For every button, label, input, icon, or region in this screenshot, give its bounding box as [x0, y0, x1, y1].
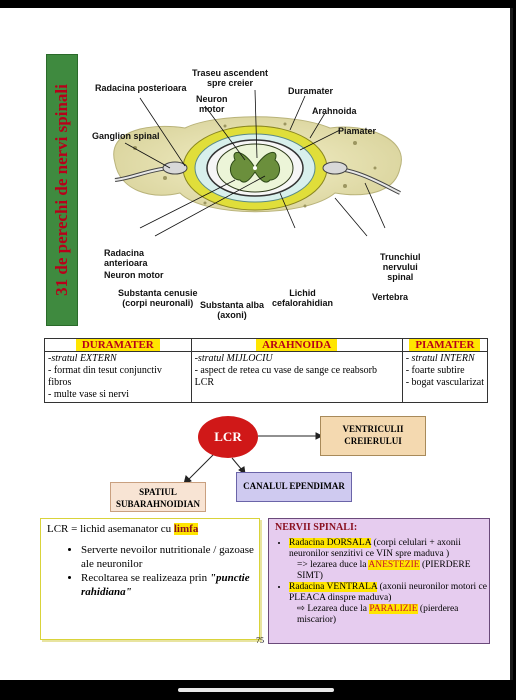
- label-neuron-motor-top: Neuron motor: [196, 94, 228, 114]
- label-piamater: Piamater: [338, 126, 377, 136]
- document-page: 31 de perechi de nervi spinali: [0, 8, 513, 680]
- lcr-node: LCR: [198, 416, 258, 458]
- spatiul-box: SPATIUL SUBARAHNOIDIAN: [110, 482, 206, 512]
- home-indicator-bar[interactable]: [178, 688, 334, 692]
- cell-duramater: -stratul EXTERN - format din tesut conju…: [44, 351, 192, 403]
- label-substanta-cenusie: Substanta cenusie (corpi neuronali): [118, 288, 198, 308]
- label-neuron-motor: Neuron motor: [104, 270, 164, 280]
- nervi-bullet-ventrala: Radacina VENTRALA (axonii neuronilor mot…: [289, 582, 489, 626]
- ganglion-shape: [162, 161, 188, 175]
- meninges-table: DURAMATER ARAHNOIDA PIAMATER -stratul EX…: [44, 338, 489, 403]
- ventriculi-box: VENTRICULII CREIERULUI: [320, 416, 426, 456]
- label-substanta-alba: Substanta alba (axoni): [200, 300, 265, 320]
- label-radacina-posterioara: Radacina posterioara: [95, 83, 187, 93]
- side-title-banner: 31 de perechi de nervi spinali: [46, 54, 78, 326]
- label-arahnoida: Arahnoida: [312, 106, 357, 116]
- canalul-box: CANALUL EPENDIMAR: [236, 472, 352, 502]
- page-number: 75: [256, 636, 264, 645]
- label-radacina-anterioara: Radacina anterioara: [104, 248, 148, 268]
- label-traseu: Traseu ascendent spre creier: [192, 68, 269, 88]
- label-duramater: Duramater: [288, 86, 334, 96]
- th-piamater: PIAMATER: [401, 338, 489, 352]
- label-vertebra: Vertebra: [372, 292, 409, 302]
- lcr-info-panel: LCR = lichid asemanator cu limfa Servert…: [40, 518, 260, 640]
- nervi-bullet-dorsala: Radacina DORSALA (corpi celulari + axoni…: [289, 538, 489, 582]
- label-ganglion-spinal: Ganglion spinal: [92, 131, 160, 141]
- spinal-cord-diagram: [113, 89, 402, 237]
- arrow-icon: ⇨: [297, 604, 308, 614]
- label-trunchiul: Trunchiul nervului spinal: [380, 252, 421, 282]
- label-lichid: Lichid cefalorahidian: [272, 288, 334, 308]
- nervi-spinali-panel: NERVII SPINALI: Radacina DORSALA (corpi …: [268, 518, 490, 644]
- th-arahnoida: ARAHNOIDA: [190, 338, 403, 352]
- lcr-definition: LCR = lichid asemanator cu limfa: [47, 523, 199, 535]
- cell-piamater: - stratul INTERN - foarte subtire - boga…: [401, 351, 489, 403]
- nervi-title: NERVII SPINALI:: [275, 522, 358, 533]
- cell-arahnoida: -stratul MIJLOCIU - aspect de retea cu v…: [190, 351, 403, 403]
- lcr-bullet-1: Serverte nevoilor nutritionale / gazoase…: [81, 543, 259, 571]
- grey-matter: [229, 152, 281, 183]
- th-duramater: DURAMATER: [44, 338, 192, 352]
- leader-lines: [124, 89, 386, 237]
- lcr-bullet-2: Recoltarea se realizeaza prin "punctie r…: [81, 571, 259, 599]
